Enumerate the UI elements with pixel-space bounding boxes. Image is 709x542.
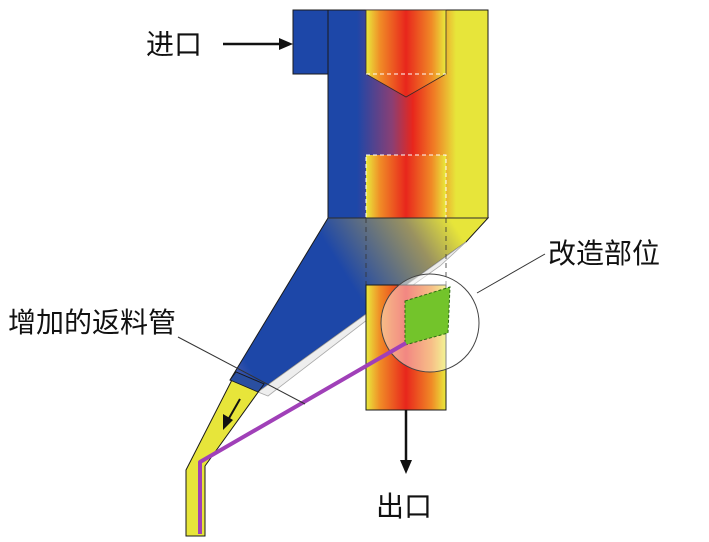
outlet-arrow-icon — [400, 460, 412, 474]
leader-modified-part — [476, 253, 546, 294]
leader-return-pipe — [177, 336, 306, 405]
label-modified-part: 改造部位 — [548, 237, 660, 270]
modified-patch — [404, 286, 451, 346]
core-top — [365, 9, 447, 98]
cone-shadow — [257, 241, 467, 397]
label-inlet: 进口 — [146, 28, 202, 61]
return-pipe — [198, 341, 408, 534]
dipleg — [185, 371, 265, 537]
core-middle — [365, 154, 447, 219]
label-outlet: 出口 — [376, 490, 432, 523]
flow-down-arrow-icon — [223, 414, 233, 430]
inlet-stub — [292, 9, 330, 75]
inlet-arrow-icon — [279, 38, 293, 50]
label-return-pipe: 增加的返料管 — [8, 306, 176, 339]
